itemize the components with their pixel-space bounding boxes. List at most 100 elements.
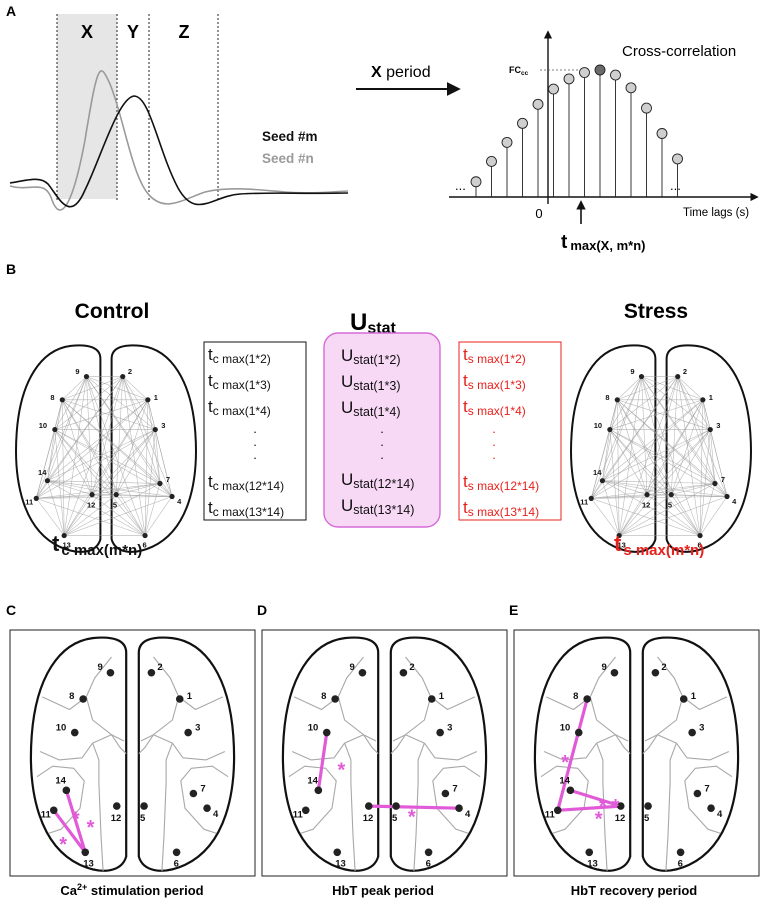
network-edge (86, 376, 117, 495)
network-edge (159, 483, 173, 497)
network-edge (670, 376, 679, 495)
node-2 (147, 668, 156, 677)
stress-title: Stress (624, 300, 688, 323)
network-edge (609, 376, 678, 430)
network-edge (35, 376, 87, 499)
network-edge (670, 429, 711, 495)
node-label-12: 12 (642, 500, 650, 509)
panel-label: D (257, 602, 267, 618)
xcorr-point (532, 98, 544, 110)
network-edge (609, 376, 642, 430)
node-label-3: 3 (161, 421, 165, 430)
node-11 (49, 806, 58, 815)
significant-edge (367, 804, 461, 810)
node-label-8: 8 (605, 393, 609, 402)
network-edge (710, 429, 716, 484)
control-tmax-list: tc max(1*2)tc max(1*3)tc max(1*4)tc max(… (208, 345, 284, 519)
fc-cc-label: FCcc (509, 65, 529, 77)
region-boundary (111, 734, 127, 754)
network-edge (591, 498, 620, 536)
node-label-14: 14 (559, 775, 570, 786)
network-edge (54, 376, 87, 430)
network-edge (36, 483, 160, 499)
node-11 (301, 806, 310, 815)
node-label-1: 1 (709, 393, 713, 402)
network-edge (63, 494, 117, 536)
network-edge (144, 496, 173, 536)
network-edge (155, 429, 173, 497)
network-edge (609, 429, 701, 536)
period-y-label: Y (127, 22, 139, 42)
list-entry: tc max(1*4) (208, 397, 271, 418)
network-edge (602, 429, 711, 481)
node-label-13: 13 (335, 858, 346, 869)
node-label-8: 8 (321, 691, 326, 702)
node-2 (651, 668, 660, 677)
network-edge (36, 498, 65, 536)
node-label-10: 10 (56, 723, 67, 734)
xcorr-stems (470, 64, 683, 197)
node-label-13: 13 (83, 858, 94, 869)
region-boundary (684, 765, 733, 834)
node-9 (610, 668, 619, 677)
network-edge (36, 498, 146, 536)
node-label-8: 8 (69, 691, 74, 702)
node-label-12: 12 (111, 813, 122, 824)
network-edge (115, 376, 124, 495)
network-edge (617, 399, 620, 536)
node-10 (70, 728, 79, 737)
network-edge (617, 399, 701, 536)
node-13 (61, 532, 67, 539)
list-ellipsis: . (492, 434, 496, 449)
node-label-14: 14 (307, 775, 318, 786)
network-edge (54, 429, 93, 495)
node-11 (588, 495, 594, 501)
node-1 (679, 695, 688, 703)
region-boundary (36, 765, 85, 834)
list-entry: ts max(1*4) (463, 397, 526, 418)
network-edge (47, 376, 123, 481)
node-8 (614, 397, 620, 403)
xcorr-point (579, 67, 590, 78)
list-ellipsis: . (492, 421, 496, 436)
list-entry: ts max(12*14) (463, 472, 539, 493)
node-label-1: 1 (439, 691, 445, 702)
network-edge (62, 376, 87, 400)
node-8 (79, 695, 87, 703)
network-edge (641, 376, 703, 401)
significance-asterisk: * (408, 807, 416, 829)
network-edge (618, 376, 678, 536)
region-boundary (180, 765, 229, 834)
network-edge (47, 480, 160, 484)
node-label-4: 4 (177, 497, 182, 506)
node-6 (172, 848, 181, 857)
network-edge (591, 483, 715, 499)
xcorr-ellipsis-right: ... (670, 178, 681, 193)
node-5 (668, 492, 674, 498)
node-label-7: 7 (200, 784, 205, 795)
ustat-list: Ustat(1*2)Ustat(1*3)Ustat(1*4)Ustat(12*1… (341, 346, 414, 517)
xcorr-point (548, 83, 559, 95)
network-edge (116, 494, 146, 536)
node-7 (157, 480, 163, 487)
significant-edge (64, 788, 87, 854)
node-3 (152, 426, 158, 433)
network-edge (618, 429, 711, 536)
network-edge (677, 376, 716, 484)
network-edge (591, 496, 728, 499)
node-label-7: 7 (452, 784, 457, 795)
network-edge (618, 494, 672, 536)
node-7 (693, 789, 702, 798)
network-edge (617, 399, 716, 484)
list-entry: ts max(1*2) (463, 345, 526, 366)
node-11 (553, 806, 562, 815)
network-edge (116, 483, 161, 495)
region-boundary (615, 734, 631, 754)
node-3 (707, 426, 713, 433)
network-edge (63, 429, 156, 536)
control-list-box (203, 341, 307, 521)
node-label-5: 5 (140, 813, 146, 824)
node-label-13: 13 (587, 858, 598, 869)
node-label-8: 8 (573, 691, 578, 702)
